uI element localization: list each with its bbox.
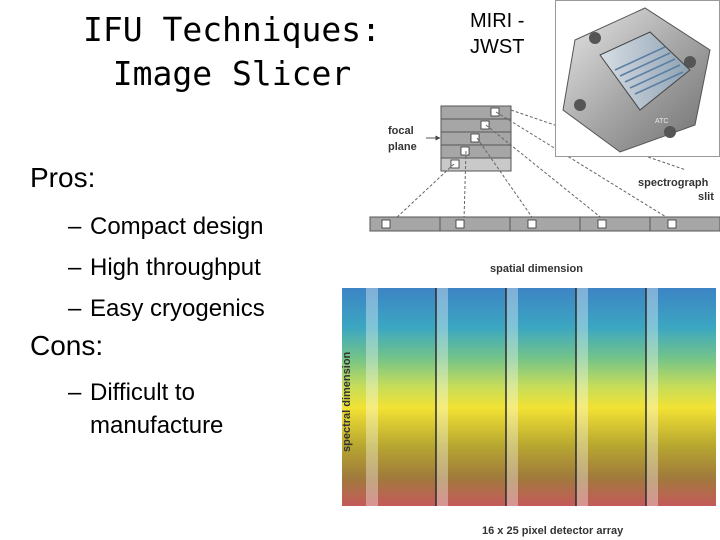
cons-list: –Difficult to manufacture [68, 376, 223, 442]
pros-item-text: Easy cryogenics [90, 295, 265, 322]
slicer-mirror-stack [599, 31, 691, 111]
slit-marker [597, 219, 607, 229]
cons-item-text-line-1: Difficult to [90, 379, 195, 406]
instrument-caption-line-1: MIRI - [470, 10, 525, 32]
pros-item: –Easy cryogenics [68, 288, 265, 329]
spectrograph-slit [369, 216, 720, 232]
mounting-hole [574, 99, 586, 111]
dash: – [68, 213, 82, 240]
slit-marker [455, 219, 465, 229]
pros-item: –High throughput [68, 247, 265, 288]
slit-marker [667, 219, 677, 229]
slice-marker [490, 107, 500, 117]
slice-marker [470, 133, 480, 143]
mapping-line [393, 163, 455, 221]
mirror-strip [614, 46, 666, 71]
slice-marker [480, 120, 490, 130]
mapping-line [495, 111, 672, 221]
dash: – [68, 379, 82, 406]
pros-heading: Pros: [30, 162, 96, 193]
dash: – [68, 254, 82, 281]
detector-spectrum [342, 288, 716, 506]
instrument-caption-line-2: JWST [470, 36, 525, 58]
spatial-dimension-label: spatial dimension [490, 263, 583, 275]
photo-watermark: ATC [655, 118, 668, 125]
mounting-hole [684, 56, 696, 68]
cons-item: –Difficult to [68, 376, 223, 409]
slice-marker [450, 159, 460, 169]
focal-slice [440, 118, 512, 133]
mirror-strips [614, 46, 684, 95]
detector-stripe [576, 288, 588, 506]
detector-stripe [366, 288, 378, 506]
slide-title-line-1: IFU Techniques: [82, 10, 381, 49]
focal-plane-label-2: plane [388, 141, 417, 153]
slide-title: IFU Techniques: Image Slicer [62, 8, 402, 96]
slit-label-2: slit [698, 191, 714, 203]
mapping-line [463, 150, 467, 221]
slit-bar [369, 216, 720, 232]
pros-item: –Compact design [68, 206, 265, 247]
detector-stripe [506, 288, 518, 506]
cons-item-continuation: manufacture [68, 409, 223, 442]
pros-item-text: Compact design [90, 213, 264, 240]
focal-slice [440, 105, 512, 120]
miri-slicer-photo: ATC [555, 0, 720, 157]
cons-item-text-line-2: manufacture [90, 412, 224, 439]
slit-marker [527, 219, 537, 229]
mounting-hole [589, 32, 601, 44]
mirror-strip [619, 52, 671, 77]
slice-marker [460, 146, 470, 156]
slit-label-1: spectrograph [638, 177, 709, 189]
pros-item-text: High throughput [90, 254, 261, 281]
instrument-caption: MIRI - JWST [470, 8, 524, 60]
spectral-dimension-label: spectral dimension [341, 351, 353, 452]
mirror-strip [624, 58, 676, 83]
focal-plane-label-1: focal [388, 125, 414, 137]
mirror-strip [629, 64, 681, 89]
mirror-strip [634, 71, 684, 95]
pros-list: –Compact design –High throughput –Easy c… [68, 206, 265, 329]
mapping-line [476, 137, 535, 221]
mapping-line [485, 124, 605, 221]
focal-slice [440, 144, 512, 159]
dash: – [68, 295, 82, 322]
detector-stripe [436, 288, 448, 506]
mounting-hole [664, 126, 676, 138]
detector-stripe [646, 288, 658, 506]
cons-heading: Cons: [30, 330, 104, 361]
image-slicer-diagram: focal plane spectrograph slit spatial di… [341, 105, 720, 537]
slit-segment [649, 216, 720, 232]
slit-markers [381, 219, 677, 229]
slide-title-line-2: Image Slicer [112, 54, 352, 93]
mapping-lines [393, 109, 687, 221]
detector-label: 16 x 25 pixel detector array [482, 525, 624, 537]
detector-array [342, 288, 716, 506]
slit-marker [381, 219, 391, 229]
slice-markers [450, 107, 500, 169]
